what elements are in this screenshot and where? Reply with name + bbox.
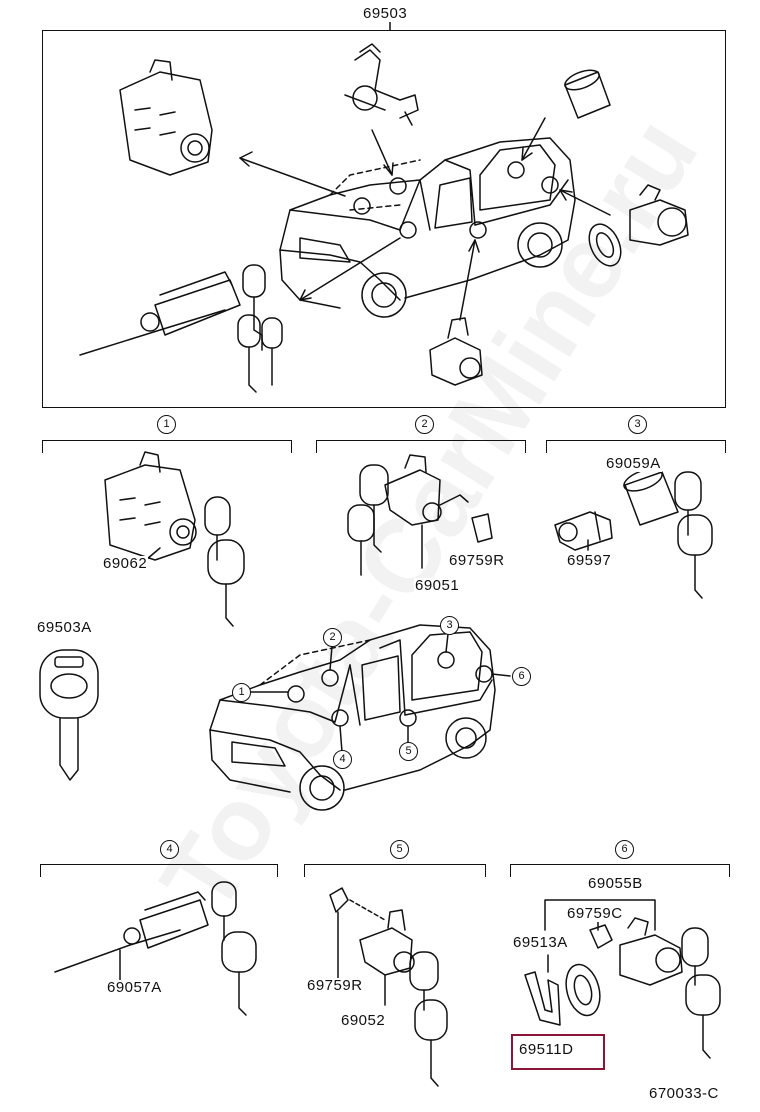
diagram-code: 670033-C [648, 1085, 720, 1102]
part-label-69059A[interactable]: 69059A [605, 455, 662, 472]
highlighted-part-box [511, 1034, 605, 1070]
part-label-69597[interactable]: 69597 [566, 552, 613, 569]
section-2-parts [347, 454, 493, 576]
part-label-69052[interactable]: 69052 [340, 1012, 387, 1029]
part-label-69055B[interactable]: 69055B [587, 875, 644, 892]
ignition-switch-part-top [119, 59, 213, 176]
section-6-parts [524, 899, 721, 1059]
part-label-69759R-bottom[interactable]: 69759R [306, 977, 364, 994]
car-callout-6[interactable]: 6 [512, 667, 531, 686]
section-1-bracket [42, 440, 292, 453]
car-callout-2[interactable]: 2 [323, 628, 342, 647]
section-marker-4[interactable]: 4 [160, 840, 179, 859]
part-label-69057A[interactable]: 69057A [106, 979, 163, 996]
part-label-69513A[interactable]: 69513A [512, 934, 569, 951]
cylinder-part-top [564, 69, 611, 119]
master-key-69503A [39, 649, 99, 781]
section-1-parts [104, 451, 245, 627]
part-label-69759R-top[interactable]: 69759R [448, 552, 506, 569]
assembly-arrows [239, 117, 611, 321]
car-callout-5[interactable]: 5 [399, 742, 418, 761]
part-label-69062[interactable]: 69062 [102, 555, 149, 572]
section-4-bracket [40, 864, 278, 877]
section-4-parts [54, 881, 257, 1016]
part-label-69503A[interactable]: 69503A [36, 619, 93, 636]
door-lock-part-top-right [588, 184, 689, 267]
car-callout-1[interactable]: 1 [232, 683, 251, 702]
car-callout-4[interactable]: 4 [333, 750, 352, 769]
section-5-parts [329, 887, 448, 1087]
part-label-69511D[interactable]: 69511D [518, 1041, 575, 1058]
section-6-bracket [510, 864, 730, 877]
section-3-bracket [546, 440, 726, 453]
main-assembly-frame [42, 30, 726, 408]
section-marker-1[interactable]: 1 [157, 415, 176, 434]
section-marker-5[interactable]: 5 [390, 840, 409, 859]
index-vehicle-illustration [209, 624, 511, 811]
section-5-bracket [304, 864, 486, 877]
section-marker-2[interactable]: 2 [415, 415, 434, 434]
car-callout-3[interactable]: 3 [440, 616, 459, 635]
section-marker-6[interactable]: 6 [615, 840, 634, 859]
door-lock-part-top-bottom [429, 317, 483, 386]
part-label-69051[interactable]: 69051 [414, 577, 461, 594]
section-marker-3[interactable]: 3 [628, 415, 647, 434]
part-label-69503[interactable]: 69503 [362, 5, 409, 22]
section-2-bracket [316, 440, 526, 453]
part-label-69759C[interactable]: 69759C [566, 905, 624, 922]
section-3-parts [554, 468, 713, 599]
back-door-lock-part-top [344, 43, 419, 126]
ignition-cylinder-part-top [79, 264, 283, 393]
main-vehicle-illustration [279, 137, 576, 318]
